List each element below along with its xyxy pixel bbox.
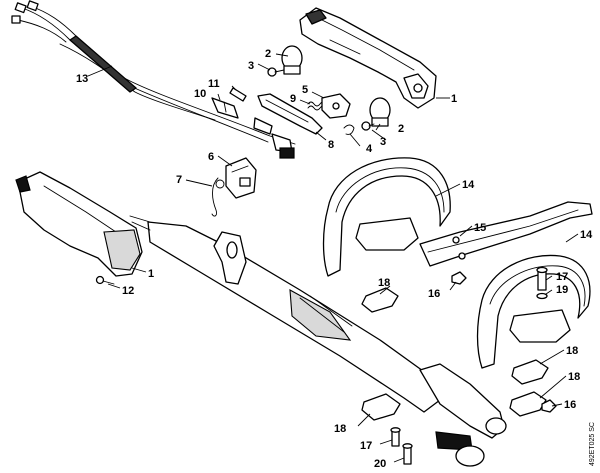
- callout-18-d: 18: [334, 423, 346, 435]
- callout-3-upper: 3: [248, 60, 254, 72]
- part-18-clamp-a: [361, 287, 399, 313]
- callout-18-b: 18: [566, 345, 578, 357]
- part-14-loop-handle-upper: [322, 157, 451, 277]
- part-1-handle-housing-upper: [299, 7, 437, 109]
- drive-shaft-tube: [129, 215, 507, 467]
- callout-7: 7: [176, 174, 182, 186]
- part-15-handle-bar: [419, 201, 593, 267]
- part-10-contact: [211, 97, 239, 119]
- callout-19: 19: [556, 284, 568, 296]
- callout-labels: 13 1 2 3 11 10 5 9 8 2 3 4 6 7 14 15 14 …: [76, 48, 593, 470]
- part-4-clip: [343, 124, 355, 135]
- part-16-nut-a: [451, 271, 467, 285]
- callout-16-a: 16: [428, 288, 440, 300]
- part-3-screw-lower: [361, 121, 375, 131]
- part-18-clamp-b: [511, 359, 549, 385]
- part-11-pin: [229, 87, 247, 102]
- part-2-clamp-lower: [369, 97, 391, 127]
- callout-9: 9: [290, 93, 296, 105]
- callout-13: 13: [76, 73, 88, 85]
- callout-12: 12: [122, 285, 134, 297]
- part-3-screw-upper: [267, 67, 285, 77]
- callout-17-upper: 17: [556, 271, 568, 283]
- callout-14-lower: 14: [580, 229, 593, 241]
- part-2-clamp-upper: [281, 45, 303, 75]
- part-1-handle-housing-lower: [15, 171, 143, 277]
- callout-4: 4: [366, 143, 373, 155]
- part-7-spring: [211, 177, 225, 217]
- callout-2-upper: 2: [265, 48, 271, 60]
- callout-8: 8: [328, 139, 334, 151]
- part-20-bolt: [402, 443, 413, 465]
- callout-3-lower: 3: [380, 136, 386, 148]
- callout-1-lower: 1: [148, 268, 154, 280]
- part-18-clamp-d: [361, 393, 401, 421]
- part-17-bolt-lower: [390, 427, 401, 447]
- part-19-washer: [536, 292, 548, 300]
- part-17-bolt-upper: [536, 266, 548, 291]
- leader-lines: [87, 53, 579, 463]
- callout-10: 10: [194, 88, 206, 100]
- callout-2-lower: 2: [398, 123, 404, 135]
- callout-5: 5: [302, 84, 308, 96]
- callout-11: 11: [208, 78, 220, 90]
- callout-15: 15: [474, 222, 486, 234]
- reference-code: 492ET025 SC: [589, 422, 596, 466]
- callout-16-b: 16: [564, 399, 576, 411]
- part-18-clamp-c: [509, 391, 547, 417]
- part-12-screw: [95, 275, 115, 285]
- callout-18-a: 18: [378, 277, 390, 289]
- part-14-loop-handle-lower: [476, 254, 591, 369]
- part-16-nut-b: [541, 399, 557, 413]
- part-5-lever: [321, 93, 351, 119]
- callout-17-lower: 17: [360, 440, 372, 452]
- part-8-trigger: [257, 93, 323, 135]
- callout-6: 6: [208, 151, 214, 163]
- wiring-harness: [11, 0, 296, 159]
- callout-20: 20: [374, 458, 386, 470]
- callout-1-upper: 1: [451, 93, 457, 105]
- part-6-switch: [225, 157, 257, 199]
- callout-18-c: 18: [568, 371, 580, 383]
- callout-14-upper: 14: [462, 179, 475, 191]
